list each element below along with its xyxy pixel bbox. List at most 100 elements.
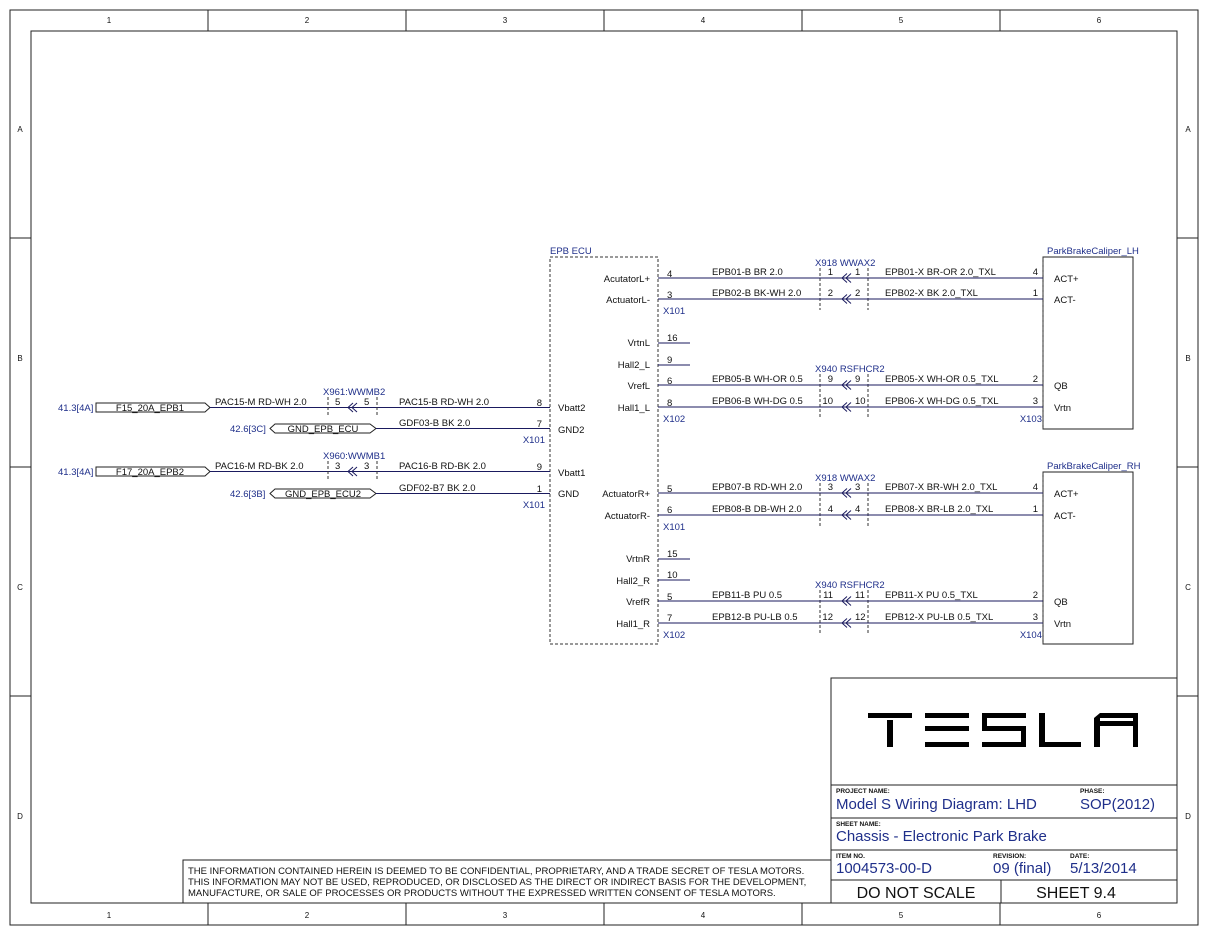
notice-line: THE INFORMATION CONTAINED HEREIN IS DEEM… bbox=[188, 866, 804, 877]
row-label: D bbox=[17, 812, 23, 821]
wire-label: EPB06-X WH-DG 0.5_TXL bbox=[885, 396, 999, 407]
revision-label: REVISION: bbox=[993, 853, 1026, 860]
caliper-pin-name: ACT- bbox=[1054, 511, 1076, 522]
item-label: ITEM NO. bbox=[836, 853, 865, 860]
inline-pin: 4 bbox=[828, 504, 833, 515]
column-label: 5 bbox=[899, 911, 904, 920]
ecu-pin-number: 5 bbox=[667, 484, 672, 495]
row-label: B bbox=[17, 354, 22, 363]
ecu-pin-name: AcutatorL+ bbox=[604, 274, 651, 285]
ecu-connector-label: X101 bbox=[523, 435, 545, 446]
ecu-pin-name: VrtnR bbox=[626, 554, 650, 565]
fuse-flag bbox=[95, 466, 211, 477]
ecu-title: EPB ECU bbox=[550, 246, 592, 257]
inline-connector-symbol bbox=[841, 380, 852, 390]
column-label: 4 bbox=[701, 911, 706, 920]
row-label: B bbox=[1185, 354, 1190, 363]
wire-label: PAC16-M RD-BK 2.0 bbox=[215, 461, 304, 472]
inline-connector-label: X940 RSFHCR2 bbox=[815, 580, 885, 591]
wire-label: EPB11-B PU 0.5 bbox=[712, 590, 782, 601]
title-block: PROJECT NAME: Model S Wiring Diagram: LH… bbox=[830, 677, 1178, 904]
caliper-pin-name: QB bbox=[1054, 381, 1068, 392]
inline-connector-symbol bbox=[841, 488, 852, 498]
inline-pin: 12 bbox=[822, 612, 833, 623]
inline-connector-label: X940 RSFHCR2 bbox=[815, 364, 885, 375]
inline-pin: 9 bbox=[828, 374, 833, 385]
caliper-title: ParkBrakeCaliper_LH bbox=[1047, 246, 1139, 257]
ecu-pin-number: 8 bbox=[537, 398, 542, 409]
column-label: 5 bbox=[899, 16, 904, 25]
ground-label: GND_EPB_ECU bbox=[288, 424, 359, 435]
row-label: D bbox=[1185, 812, 1191, 821]
ecu-pin-name: VrefL bbox=[628, 381, 650, 392]
inline-connector-symbol bbox=[347, 402, 358, 413]
notice-line: MANUFACTURE, OR SALE OF PROCESSES OR PRO… bbox=[188, 888, 776, 899]
caliper-pin-name: QB bbox=[1054, 597, 1068, 608]
fuse-label: F17_20A_EPB2 bbox=[116, 467, 184, 478]
sheet-number: SHEET 9.4 bbox=[1036, 885, 1116, 902]
wire-label: EPB01-B BR 2.0 bbox=[712, 267, 783, 278]
scale-note: DO NOT SCALE bbox=[857, 885, 976, 902]
ecu-pin-number: 10 bbox=[667, 570, 678, 581]
inline-connector-symbol bbox=[841, 294, 852, 304]
wire-label: EPB02-B BK-WH 2.0 bbox=[712, 288, 801, 299]
splice-label: X960:WWMB1 bbox=[323, 451, 385, 462]
inline-pin: 1 bbox=[855, 267, 860, 278]
date-label: DATE: bbox=[1070, 853, 1089, 860]
ecu-pin-number: 6 bbox=[667, 505, 672, 516]
column-label: 3 bbox=[503, 16, 508, 25]
confidentiality-notice: THE INFORMATION CONTAINED HEREIN IS DEEM… bbox=[182, 859, 832, 904]
rh-caliper-wiring: ParkBrakeCaliper_RH X918 WWAX2 X940 RSFH… bbox=[815, 461, 1141, 645]
ecu-connector-label: X101 bbox=[663, 522, 685, 533]
caliper-pin-number: 4 bbox=[1033, 482, 1038, 493]
ecu-pin-number: 6 bbox=[667, 376, 672, 387]
splice-pin: 3 bbox=[335, 461, 340, 472]
inline-pin: 12 bbox=[855, 612, 866, 623]
wire-label: PAC15-M RD-WH 2.0 bbox=[215, 397, 307, 408]
cross-ref: 41.3[4A] bbox=[58, 403, 93, 414]
caliper-connector-label: X104 bbox=[1020, 630, 1042, 641]
wire-label: EPB06-B WH-DG 0.5 bbox=[712, 396, 803, 407]
ecu-pin-number: 7 bbox=[537, 419, 542, 430]
wire-label: EPB07-B RD-WH 2.0 bbox=[712, 482, 802, 493]
ecu-pin-name: ActuatorL- bbox=[606, 295, 650, 306]
inline-pin: 9 bbox=[855, 374, 860, 385]
ecu-pin-number: 7 bbox=[667, 613, 672, 624]
wire-label: PAC16-B RD-BK 2.0 bbox=[399, 461, 486, 472]
ecu-pin-name: Hall1_L bbox=[618, 403, 650, 414]
caliper-pin-number: 1 bbox=[1033, 504, 1038, 515]
cross-ref: 42.6[3C] bbox=[230, 424, 266, 435]
ground-label: GND_EPB_ECU2 bbox=[285, 489, 361, 500]
wire-label: EPB11-X PU 0.5_TXL bbox=[885, 590, 978, 601]
ecu-connector-label: X101 bbox=[523, 500, 545, 511]
caliper-title: ParkBrakeCaliper_RH bbox=[1047, 461, 1141, 472]
row-label: A bbox=[17, 125, 23, 134]
ecu-pin-name: VrefR bbox=[626, 597, 650, 608]
ground-flag bbox=[269, 488, 377, 499]
inline-pin: 4 bbox=[855, 504, 860, 515]
ecu-pin-name: VrtnL bbox=[628, 338, 650, 349]
column-label: 3 bbox=[503, 911, 508, 920]
inline-connector-label: X918 WWAX2 bbox=[815, 473, 875, 484]
wire-label: EPB08-B DB-WH 2.0 bbox=[712, 504, 802, 515]
ecu-connector-label: X102 bbox=[663, 630, 685, 641]
power-feeds: 41.3[4A] F15_20A_EPB1 PAC15-M RD-WH 2.0 … bbox=[58, 387, 550, 500]
project-label: PROJECT NAME: bbox=[836, 788, 890, 795]
column-label: 2 bbox=[305, 16, 310, 25]
date-value: 5/13/2014 bbox=[1070, 860, 1137, 877]
inline-connector-label: X918 WWAX2 bbox=[815, 258, 875, 269]
caliper-pin-name: ACT+ bbox=[1054, 274, 1079, 285]
sheet-name-label: SHEET NAME: bbox=[836, 821, 881, 828]
ecu-pin-number: 8 bbox=[667, 398, 672, 409]
ecu-pin-name: Vbatt2 bbox=[558, 403, 585, 414]
caliper-connector-label: X103 bbox=[1020, 414, 1042, 425]
inline-pin: 2 bbox=[828, 288, 833, 299]
tesla-logo bbox=[868, 713, 1138, 747]
ecu-pin-name: Hall2_R bbox=[616, 576, 650, 587]
inline-pin: 3 bbox=[855, 482, 860, 493]
caliper-pin-number: 4 bbox=[1033, 267, 1038, 278]
ecu-pin-name: Hall2_L bbox=[618, 360, 650, 371]
caliper-pin-number: 3 bbox=[1033, 612, 1038, 623]
